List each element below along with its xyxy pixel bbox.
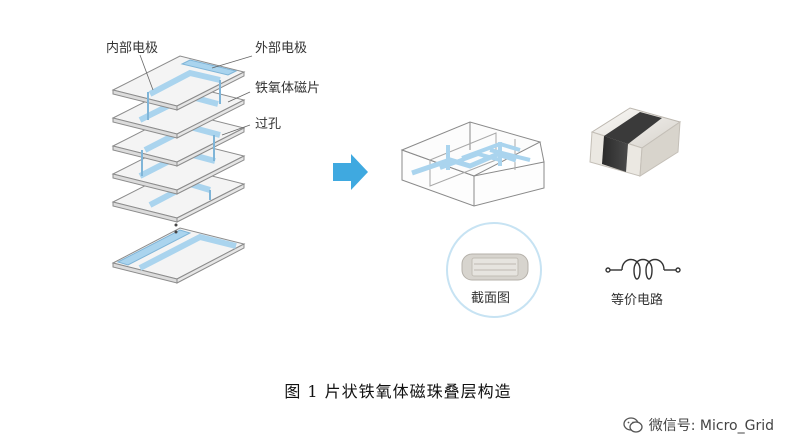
- wechat-icon: [623, 417, 643, 433]
- assembled-block: [400, 121, 545, 207]
- figure-caption: 图 1 片状铁氧体磁珠叠层构造: [284, 382, 512, 401]
- watermark: 微信号: Micro_Grid: [623, 415, 774, 435]
- label-inner-electrode: 内部电极: [106, 40, 158, 56]
- inductor-symbol-icon: [605, 258, 681, 280]
- sheet-2: [111, 83, 246, 139]
- arrow-right-icon: [333, 154, 368, 190]
- ferrite-sheet-stack: [111, 55, 246, 284]
- via-connections: [141, 80, 221, 200]
- chip-bead: [589, 107, 682, 177]
- watermark-text: 微信号: Micro_Grid: [648, 418, 774, 434]
- label-cross-section: 截面图: [471, 291, 510, 306]
- sheet-top: [111, 55, 246, 111]
- label-outer-electrode: 外部电极: [255, 41, 307, 56]
- leader-lines: [139, 54, 253, 136]
- cross-section-view: 截面图: [446, 222, 542, 318]
- label-via-hole: 过孔: [255, 117, 281, 132]
- label-ferrite-sheet: 铁氧体磁片: [255, 81, 320, 96]
- label-equivalent-circuit: 等价电路: [611, 292, 663, 308]
- sheet-bottom: [111, 227, 246, 284]
